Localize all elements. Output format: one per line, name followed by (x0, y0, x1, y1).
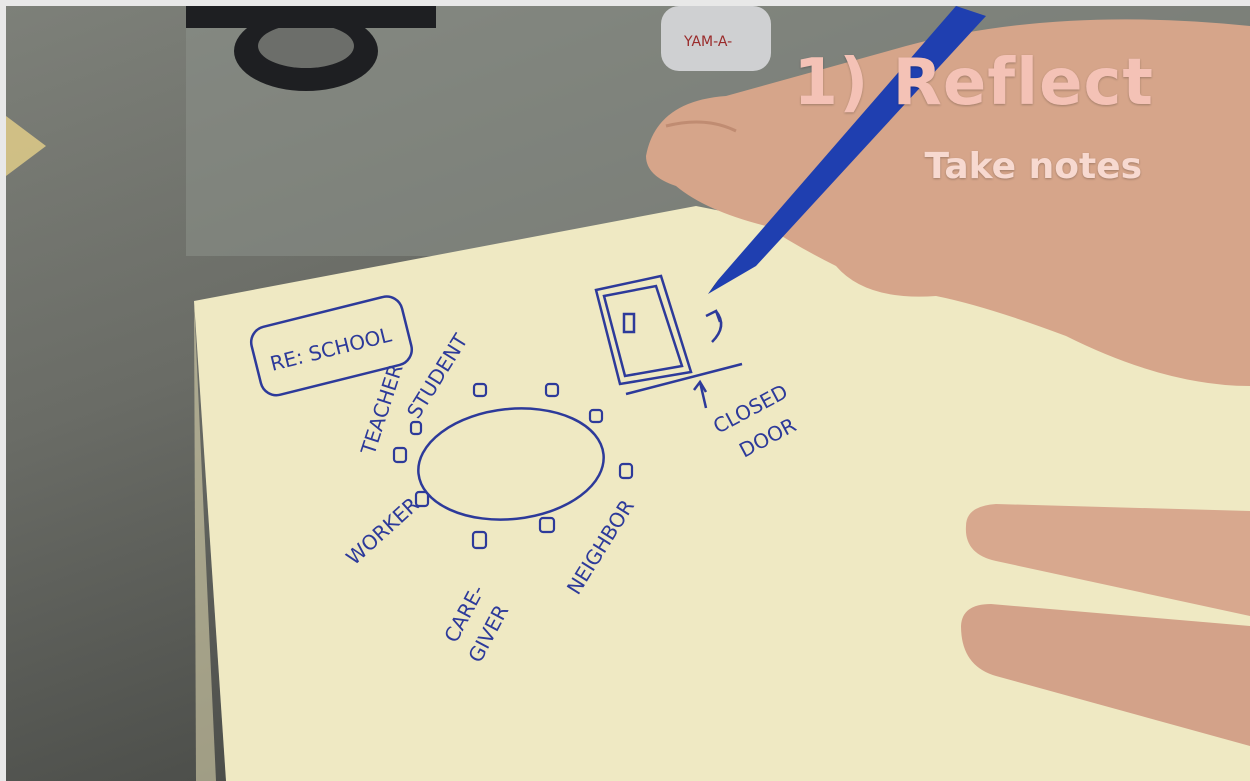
writing-hand (646, 19, 1250, 386)
left-notepad (6, 116, 46, 176)
round-table-sketch (417, 407, 605, 521)
photo-scene: YAM-A- RE: SCHOOL TEACHER STUDENT WORKER (6, 6, 1250, 781)
scissors-icon (186, 6, 436, 91)
overlay-title: 1) Reflect (793, 46, 1154, 120)
door-sketch (594, 274, 743, 409)
resting-hand (961, 504, 1250, 746)
video-frame: YAM-A- RE: SCHOOL TEACHER STUDENT WORKER (6, 6, 1250, 781)
jar: YAM-A- (661, 6, 771, 71)
chair-marks (392, 382, 634, 550)
overlay-subtitle: Take notes (924, 146, 1142, 187)
jar-label: YAM-A- (683, 34, 732, 50)
pen-icon (708, 6, 986, 294)
